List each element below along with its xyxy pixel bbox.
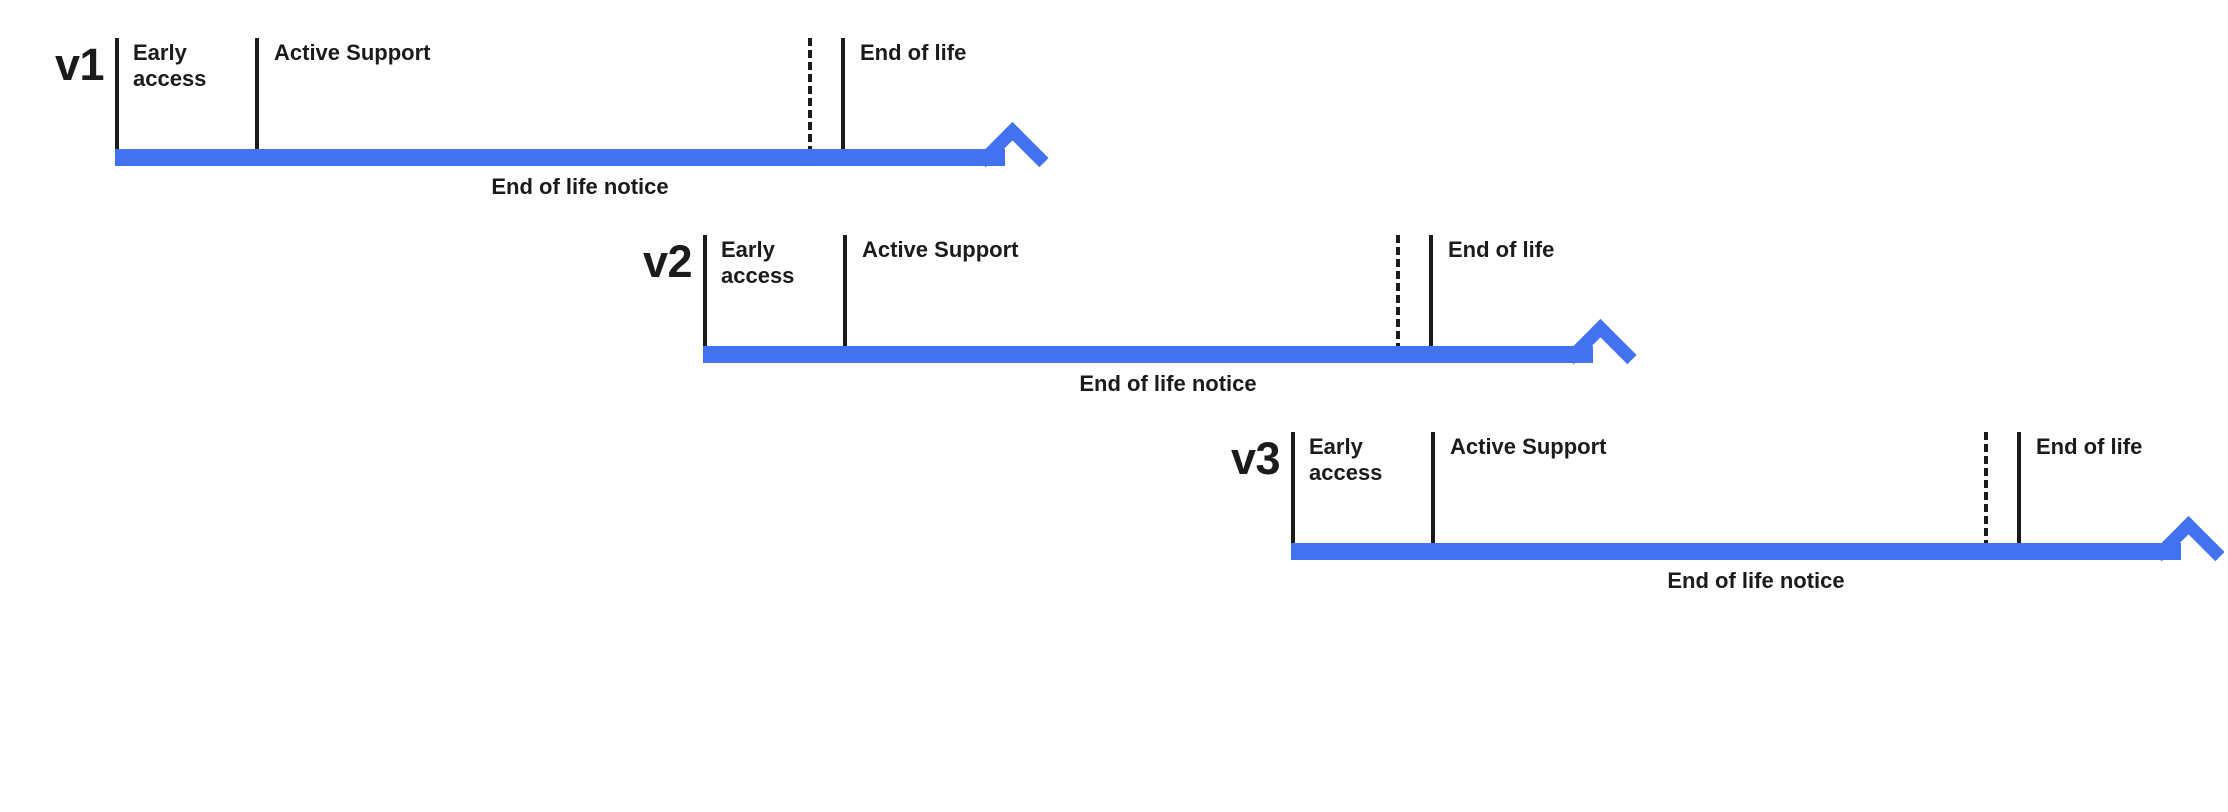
phase-divider-active-support-start-v1 (255, 38, 259, 154)
end-of-life-notice-marker-v2 (1396, 235, 1400, 351)
timeline-arrow-v2 (703, 318, 1637, 391)
phase-divider-end-of-life-start-v1 (841, 38, 845, 154)
phase-label-end-of-life-v1: End of life (860, 40, 967, 65)
version-label-v1: v1 (54, 39, 105, 90)
phase-label-active-support-v1: Active Support (274, 40, 431, 65)
timeline-arrow-shaft-v1 (115, 149, 1005, 166)
version-label-v2: v2 (642, 236, 693, 287)
phase-divider-early-access-start-v1 (115, 38, 119, 154)
phase-divider-early-access-start-v2 (703, 235, 707, 351)
version-label-v3: v3 (1230, 433, 1281, 484)
timeline-row-v2: v2 Early access Active Support End of li… (608, 207, 1637, 407)
phase-divider-active-support-start-v3 (1431, 432, 1435, 548)
phase-track-v1: Early access Active Support End of life (115, 10, 1035, 162)
phase-label-end-of-life-v3: End of life (2036, 434, 2143, 459)
end-of-life-notice-label-v3: End of life notice (1667, 568, 1845, 593)
timeline-arrow-shaft-v3 (1291, 543, 2181, 560)
timeline-row-v1: v1 Early access Active Support End of li… (20, 10, 1049, 210)
phase-label-early-access-v2: Early access (721, 237, 795, 288)
timeline-row-v3: v3 Early access Active Support End of li… (1196, 404, 2225, 604)
end-of-life-notice-marker-v3 (1984, 432, 1988, 548)
phase-divider-active-support-start-v2 (843, 235, 847, 351)
phase-track-v3: Early access Active Support End of life (1291, 404, 2211, 556)
phase-track-v2: Early access Active Support End of life (703, 207, 1623, 359)
end-of-life-notice-label-v2: End of life notice (1079, 371, 1257, 396)
end-of-life-notice-label-v1: End of life notice (491, 174, 669, 199)
phase-label-early-access-v1: Early access (133, 40, 207, 91)
timeline-arrow-v3 (1291, 515, 2225, 588)
timeline-arrow-v1 (115, 121, 1049, 194)
timeline-arrow-shaft-v2 (703, 346, 1593, 363)
phase-label-end-of-life-v2: End of life (1448, 237, 1555, 262)
phase-label-active-support-v3: Active Support (1450, 434, 1607, 459)
phase-divider-end-of-life-start-v2 (1429, 235, 1433, 351)
phase-divider-end-of-life-start-v3 (2017, 432, 2021, 548)
phase-label-active-support-v2: Active Support (862, 237, 1019, 262)
phase-divider-early-access-start-v3 (1291, 432, 1295, 548)
end-of-life-notice-marker-v1 (808, 38, 812, 154)
phase-label-early-access-v3: Early access (1309, 434, 1383, 485)
